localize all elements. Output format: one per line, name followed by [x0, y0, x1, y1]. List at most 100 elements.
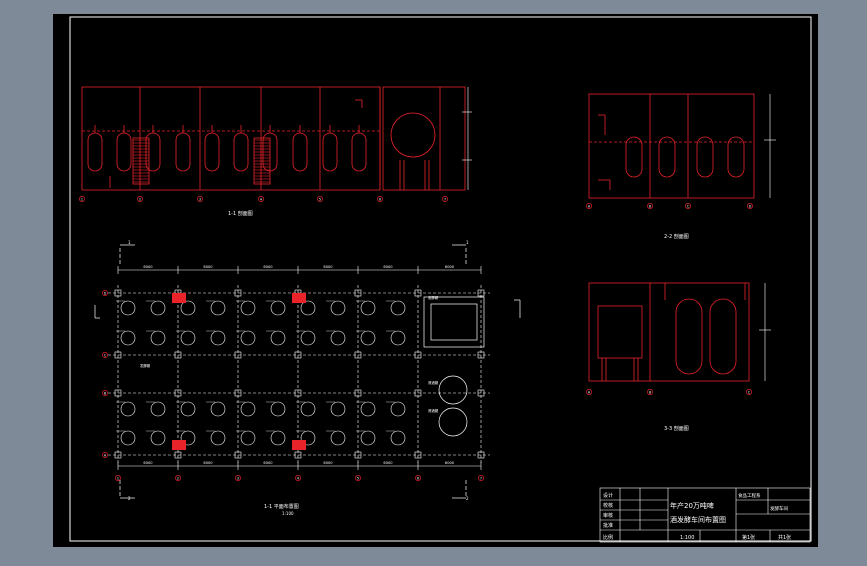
elevation-top-right-title: 2-2 剖面图: [664, 233, 689, 240]
column-pier: [114, 451, 122, 459]
plan-tank: [150, 401, 166, 417]
plan-tank: [180, 430, 196, 446]
section-mark: 2: [466, 496, 469, 501]
plan-tank: [300, 330, 316, 346]
plan-tank: [150, 330, 166, 346]
plan-tank: [300, 430, 316, 446]
plan-tank: [360, 300, 376, 316]
plan-tank: [180, 401, 196, 417]
plan-tank: [330, 430, 346, 446]
plan-tank: [180, 300, 196, 316]
column-pier: [174, 389, 182, 397]
tl-axis-label: 7: [444, 197, 446, 201]
plan-tank: [240, 401, 256, 417]
plan-col-label: 6: [417, 476, 419, 480]
plan-tank: [330, 330, 346, 346]
tl-axis-label: 2: [139, 197, 141, 201]
plan-tank: [330, 300, 346, 316]
plan-tank: [240, 330, 256, 346]
plan-col-label-bubble: [355, 475, 361, 481]
tr-axis-label-bubble: [586, 203, 592, 209]
sheet-total: 共1张: [778, 534, 791, 541]
plan-col-label: 7: [480, 476, 482, 480]
plan-col-label: 2: [177, 476, 179, 480]
section-mark: 1: [128, 240, 131, 245]
column-pier: [414, 351, 422, 359]
plan-dimension-label: 6000: [203, 265, 213, 269]
plan-dimension-label: 6000: [445, 265, 455, 269]
plan-row-label: D: [104, 291, 107, 295]
tr-axis-label: C: [687, 204, 690, 208]
plan-dimension-label: 6000: [203, 461, 213, 465]
plan-tank: [120, 300, 136, 316]
column-pier: [477, 451, 485, 459]
plan-tank: [270, 330, 286, 346]
plan-subtitle: 1:100: [282, 511, 294, 516]
plan-tank: [150, 430, 166, 446]
scale-label: 比例: [603, 534, 613, 541]
tl-axis-label-bubble: [442, 196, 448, 202]
project-name-line1: 年产20万吨啤: [670, 501, 714, 510]
column-pier: [234, 451, 242, 459]
title-cell-2: 校核: [603, 502, 613, 509]
plan-tank: [360, 401, 376, 417]
column-pier: [174, 451, 182, 459]
plan-col-label-bubble: [235, 475, 241, 481]
tl-axis-label: 4: [260, 197, 262, 201]
scale-value: 1:100: [680, 535, 694, 541]
plan-dimension-label: 6000: [263, 461, 273, 465]
tl-axis-label-bubble: [258, 196, 264, 202]
tr-axis-label-bubble: [647, 203, 653, 209]
column-pier: [294, 389, 302, 397]
plan-dimension-label: 6000: [445, 461, 455, 465]
plan-tank: [150, 300, 166, 316]
plan-dimension-label: 6000: [323, 265, 333, 269]
project-name-line2: 酒发酵车间布置图: [670, 515, 726, 524]
room-label: 清酒罐: [428, 408, 439, 413]
plan-tank: [180, 330, 196, 346]
title-cell-4: 批准: [603, 522, 613, 529]
plan-dimension-label: 6000: [383, 265, 393, 269]
plan-tank: [210, 401, 226, 417]
plan-row-label-bubble: [102, 390, 108, 396]
plan-row-label: B: [104, 391, 107, 395]
tl-axis-label: 5: [319, 197, 321, 201]
column-pier: [234, 289, 242, 297]
column-pier: [234, 389, 242, 397]
tl-axis-label-bubble: [79, 196, 85, 202]
elevation-top-left: [81, 86, 472, 191]
plan-col-label-bubble: [478, 475, 484, 481]
plan-tank: [210, 330, 226, 346]
elevation-mid-right-title: 3-3 剖面图: [664, 425, 689, 432]
tl-axis-label-bubble: [317, 196, 323, 202]
sheet-border: [69, 16, 812, 542]
plan-tank: [120, 430, 136, 446]
tr-axis-label: A: [588, 204, 591, 208]
title-block: [599, 487, 811, 543]
plan-tank: [210, 430, 226, 446]
plan-col-label: 4: [297, 476, 299, 480]
title-cell-1: 设计: [603, 492, 613, 499]
column-pier: [294, 351, 302, 359]
mr-axis-label-bubble: [647, 389, 653, 395]
plan-dimension-label: 6000: [323, 461, 333, 465]
column-pier: [114, 389, 122, 397]
tl-axis-label-bubble: [377, 196, 383, 202]
room-label: 清酒罐: [428, 380, 439, 385]
plan-col-label: 1: [117, 476, 119, 480]
column-pier: [354, 451, 362, 459]
plan-col-label: 3: [237, 476, 239, 480]
room-label: 发酵罐: [428, 295, 439, 300]
plan-dimension-label: 6000: [143, 461, 153, 465]
plan-tank: [390, 300, 406, 316]
tr-axis-label: D: [749, 204, 752, 208]
plan-tank: [270, 300, 286, 316]
column-pier: [354, 351, 362, 359]
tl-axis-label: 3: [199, 197, 201, 201]
tank-elevation: [696, 136, 714, 178]
tank-elevation: [727, 136, 745, 178]
